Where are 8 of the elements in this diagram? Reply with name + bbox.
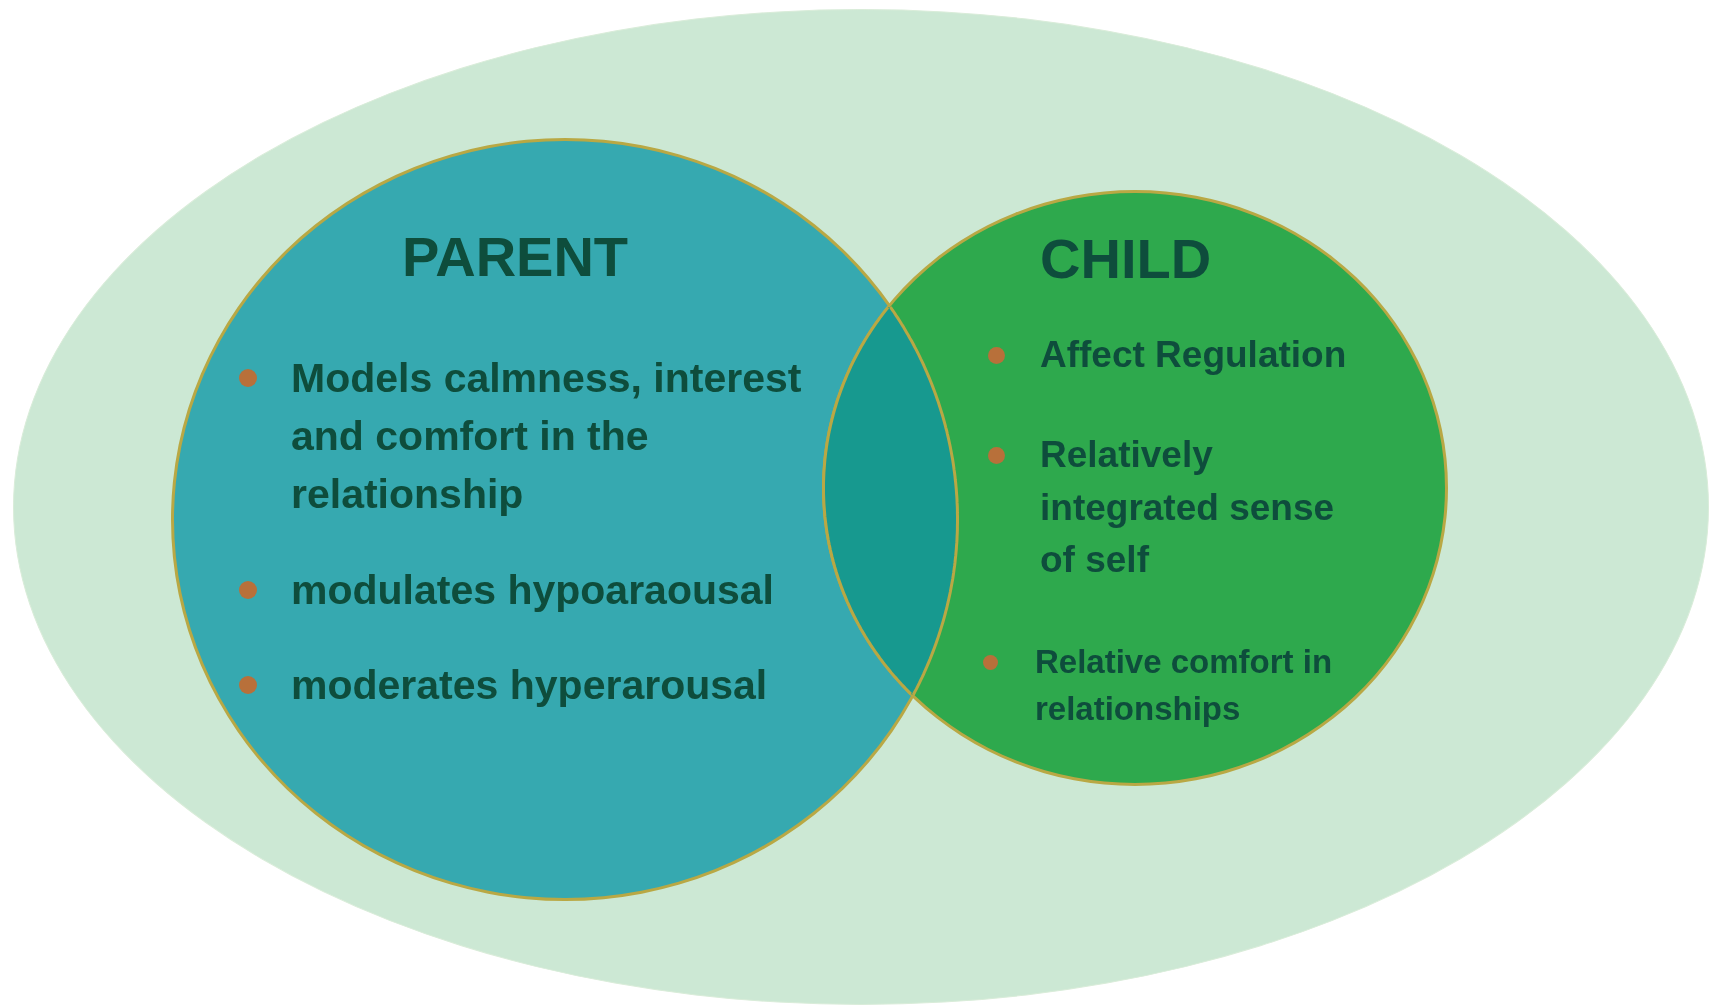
bullet-text: moderates hyperarousal bbox=[291, 661, 768, 710]
bullet-text: Models calmness, interest and comfort in the relationship bbox=[291, 354, 803, 520]
circle-heading: PARENT bbox=[402, 224, 629, 290]
bullet-text: Relative comfort in relationships bbox=[1035, 642, 1334, 729]
bullet-text: Affect Regulation bbox=[1040, 333, 1347, 377]
bullet-text: modulates hypoaraousal bbox=[291, 566, 774, 615]
circle-heading: CHILD bbox=[1040, 226, 1212, 292]
bullet-text: Relatively integrated sense of self bbox=[1040, 433, 1336, 583]
